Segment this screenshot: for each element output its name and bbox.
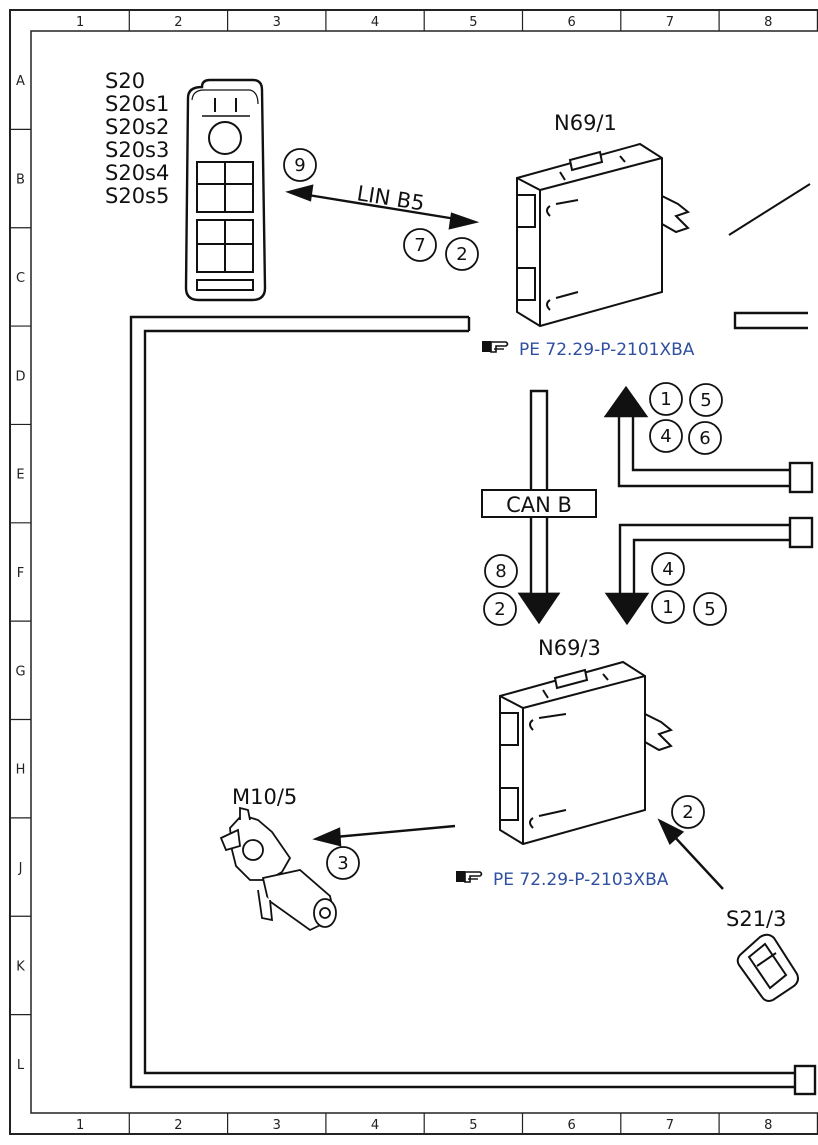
signal-up-arrow <box>603 385 814 494</box>
row-label-K: K <box>16 959 25 974</box>
can-b-label: CAN B <box>506 493 572 517</box>
svg-text:5: 5 <box>704 599 715 620</box>
row-label-F: F <box>17 566 24 581</box>
step-circle-1-mid: 1 <box>651 590 685 624</box>
can-b-label-box: CAN B <box>481 489 597 518</box>
n69-3-control-unit-illustration <box>499 660 674 846</box>
svg-text:4: 4 <box>660 426 671 447</box>
n69-1-control-unit-illustration <box>516 142 691 328</box>
step-circle-7: 7 <box>403 228 437 262</box>
n69-1-reference-text[interactable]: PE 72.29-P-2101XBA <box>519 340 695 360</box>
s20s5-label: S20s5 <box>105 184 169 208</box>
lin-b5-label: LIN B5 <box>355 181 426 215</box>
svg-text:9: 9 <box>294 155 305 176</box>
row-label-D: D <box>15 369 25 384</box>
svg-text:8: 8 <box>495 561 506 582</box>
s20s3-label: S20s3 <box>105 138 169 162</box>
row-label-B: B <box>16 173 25 188</box>
column-label-bottom-3: 3 <box>273 1118 281 1133</box>
column-label-bottom-1: 1 <box>76 1118 84 1133</box>
step-circle-6-top: 6 <box>688 421 722 455</box>
window-motor-illustration <box>219 806 337 932</box>
column-label-bottom-8: 8 <box>764 1118 772 1133</box>
m10-5-label: M10/5 <box>232 785 297 809</box>
step-circle-9: 9 <box>283 148 317 182</box>
svg-text:4: 4 <box>662 559 673 580</box>
svg-text:5: 5 <box>700 390 711 411</box>
s20-label: S20 <box>105 69 145 93</box>
step-circle-4-top: 4 <box>649 419 683 453</box>
lin-b5-arrow <box>285 184 480 230</box>
n69-3-reference-link[interactable]: PE 72.29-P-2103XBA <box>456 870 669 890</box>
column-label-top-7: 7 <box>666 15 674 30</box>
svg-text:1: 1 <box>662 597 673 618</box>
step-circle-1-top: 1 <box>649 382 683 416</box>
column-label-top-3: 3 <box>273 15 281 30</box>
n69-3-label: N69/3 <box>538 636 601 660</box>
column-label-top-1: 1 <box>76 15 84 30</box>
row-label-G: G <box>15 664 25 679</box>
signal-down-arrow <box>604 516 814 626</box>
svg-text:3: 3 <box>337 853 348 874</box>
column-label-top-4: 4 <box>371 15 379 30</box>
svg-text:1: 1 <box>660 389 671 410</box>
bus-outline <box>129 311 817 1096</box>
s20s2-label: S20s2 <box>105 115 169 139</box>
s20s4-label: S20s4 <box>105 161 169 185</box>
n69-3-reference-text[interactable]: PE 72.29-P-2103XBA <box>493 870 669 890</box>
step-circle-8: 8 <box>484 554 518 588</box>
svg-text:2: 2 <box>682 802 693 823</box>
column-label-top-5: 5 <box>469 15 477 30</box>
s21-3-label: S21/3 <box>726 907 787 931</box>
column-label-top-2: 2 <box>174 15 182 30</box>
n69-1-reference-link[interactable]: PE 72.29-P-2101XBA <box>482 340 695 360</box>
column-label-top-8: 8 <box>764 15 772 30</box>
n69-1-label: N69/1 <box>554 111 617 135</box>
column-label-bottom-2: 2 <box>174 1118 182 1133</box>
column-label-bottom-4: 4 <box>371 1118 379 1133</box>
step-circle-5-mid: 5 <box>693 592 727 626</box>
svg-text:7: 7 <box>414 235 425 256</box>
svg-text:6: 6 <box>699 428 710 449</box>
step-circle-3: 3 <box>326 846 360 880</box>
rocker-switch-illustration <box>736 933 799 1002</box>
step-circle-2-lin: 2 <box>445 237 479 271</box>
row-label-L: L <box>17 1058 25 1073</box>
row-label-C: C <box>16 271 25 286</box>
column-label-top-6: 6 <box>568 15 576 30</box>
column-label-bottom-6: 6 <box>568 1118 576 1133</box>
window-switch-block-illustration <box>184 78 267 302</box>
pointing-hand-icon <box>482 341 509 353</box>
svg-text:2: 2 <box>494 599 505 620</box>
motor-arrow <box>312 824 456 847</box>
step-circle-2-s21: 2 <box>671 795 705 829</box>
row-label-H: H <box>16 763 26 778</box>
row-label-J: J <box>18 861 23 876</box>
step-circle-5-top: 5 <box>689 383 723 417</box>
step-circle-2-can: 2 <box>483 592 517 626</box>
step-circle-4-mid: 4 <box>651 552 685 586</box>
frame <box>9 9 818 1135</box>
pointing-hand-icon <box>456 871 483 883</box>
s21-3-arrow <box>657 818 724 890</box>
row-label-E: E <box>16 468 24 483</box>
s20s1-label: S20s1 <box>105 92 169 116</box>
row-label-A: A <box>16 74 25 89</box>
svg-text:2: 2 <box>456 244 467 265</box>
s20-label-group: S20 S20s1 S20s2 S20s3 S20s4 S20s5 <box>105 69 169 208</box>
connection-line-offpage <box>728 183 811 236</box>
column-label-bottom-5: 5 <box>469 1118 477 1133</box>
column-label-bottom-7: 7 <box>666 1118 674 1133</box>
